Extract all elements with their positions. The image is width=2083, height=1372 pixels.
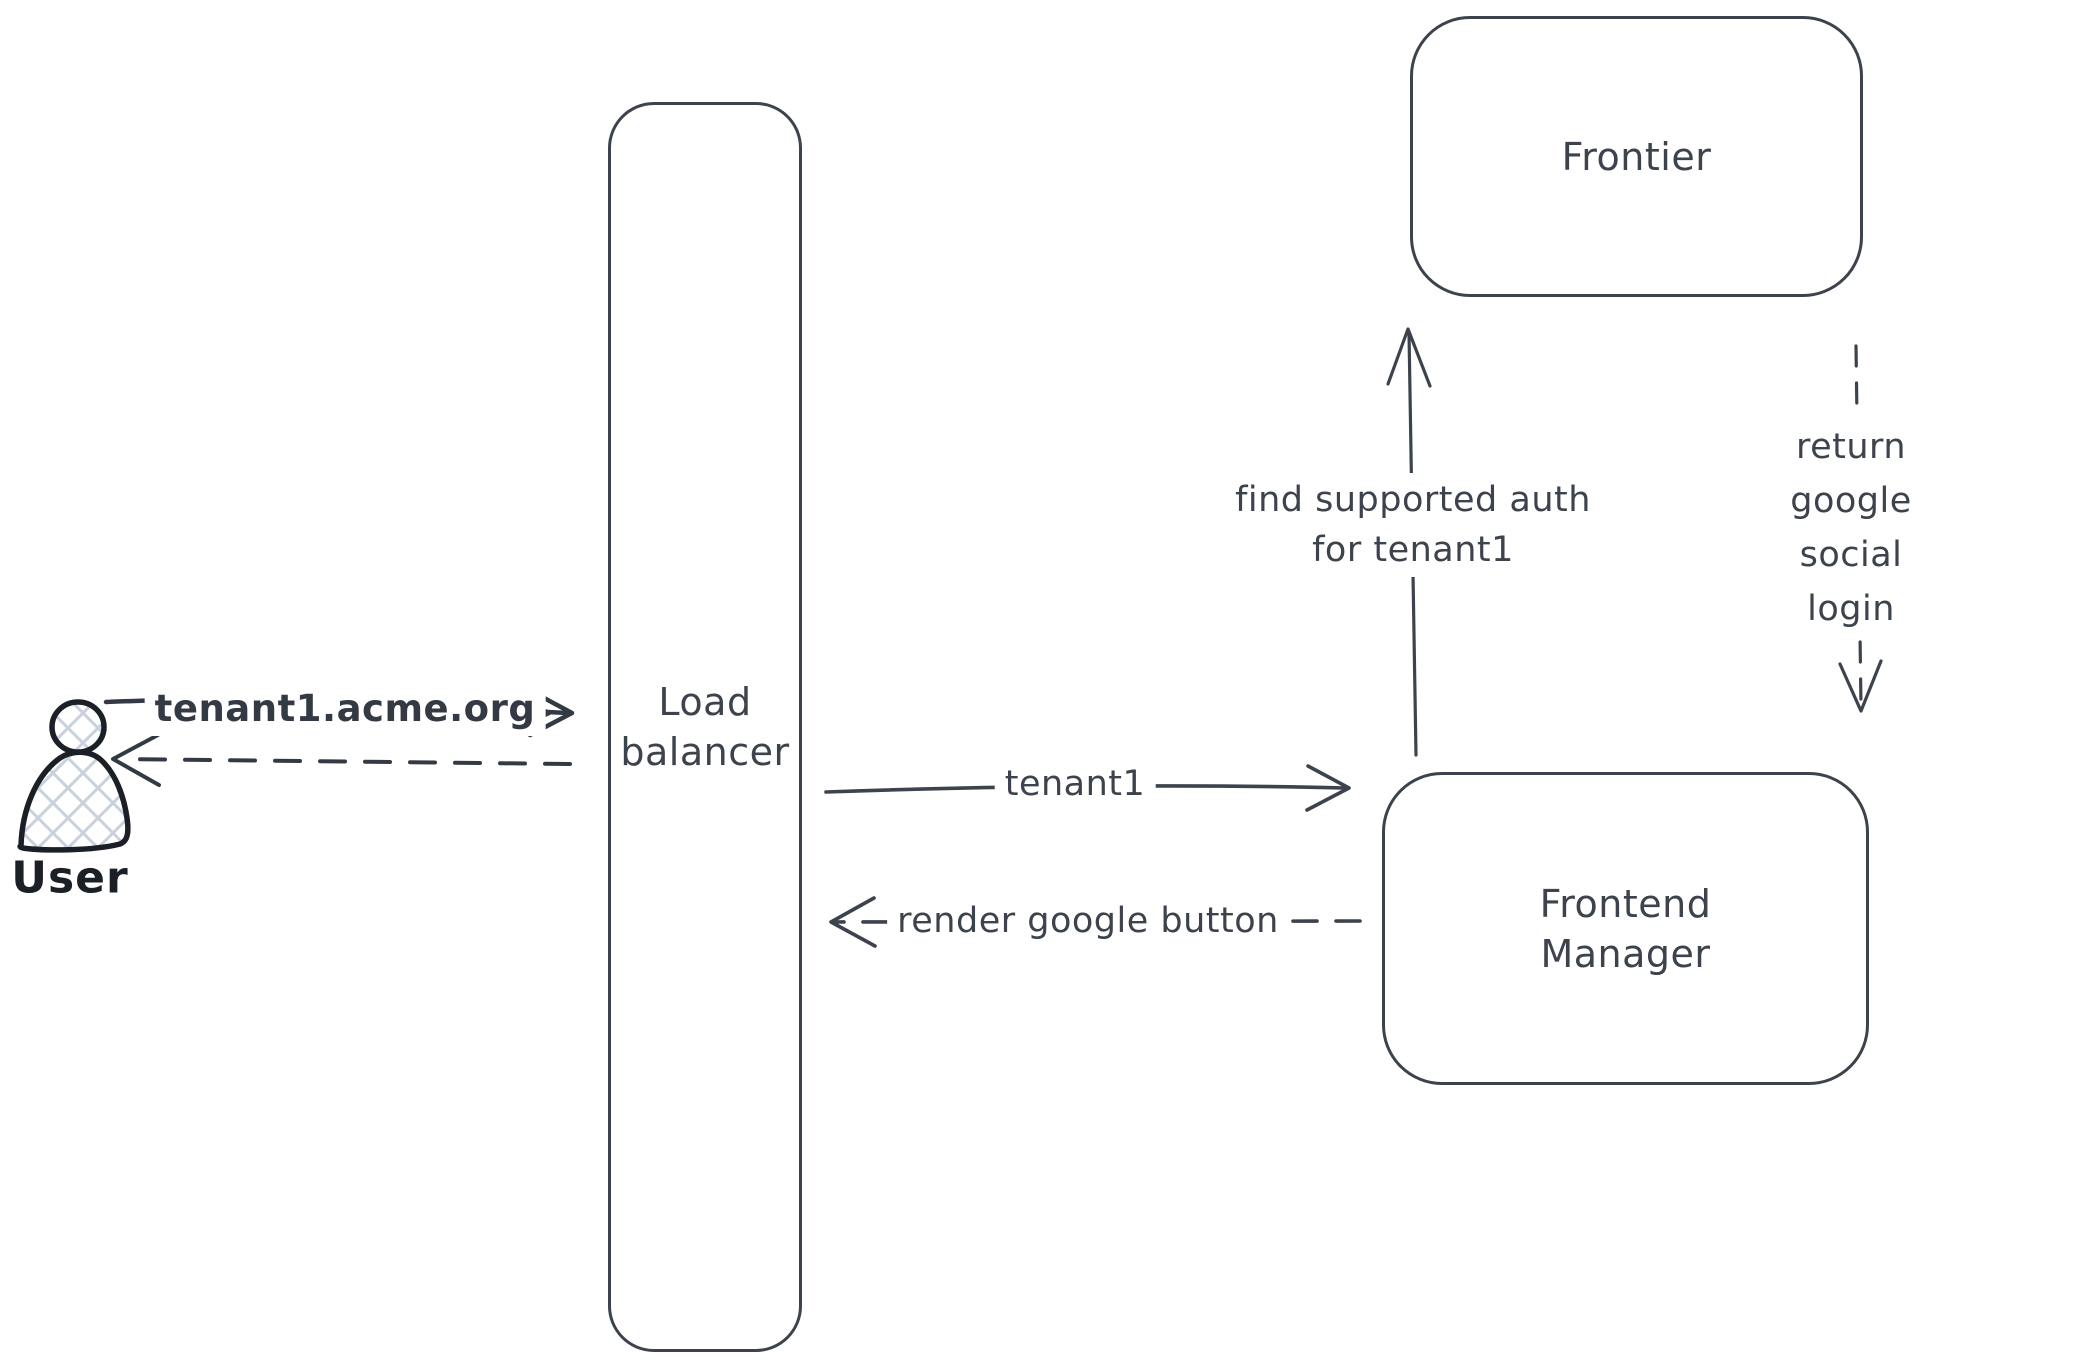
edge-label-tenant1-acme-org: tenant1.acme.org	[144, 682, 546, 736]
edge-label-tenant1: tenant1	[994, 757, 1156, 811]
edge-label-render-google-button: render google button	[887, 894, 1289, 948]
load-balancer-node: Load balancer	[608, 102, 802, 1352]
user-head	[49, 699, 107, 755]
load-balancer-label: Load balancer	[620, 680, 790, 774]
arrow-loadbalancer-to-user	[111, 733, 572, 787]
user-label: User	[11, 852, 129, 904]
user-icon	[17, 699, 131, 853]
user-body	[17, 749, 131, 853]
edge-label-return-google-social-login: return google social login	[1735, 418, 1967, 638]
frontend-manager-node: Frontend Manager	[1382, 772, 1869, 1085]
edge-label-find-supported-auth: find supported auth for tenant1	[1225, 473, 1601, 577]
frontier-label: Frontier	[1561, 134, 1712, 179]
frontier-node: Frontier	[1410, 16, 1863, 297]
frontend-manager-label: Frontend Manager	[1539, 881, 1712, 976]
